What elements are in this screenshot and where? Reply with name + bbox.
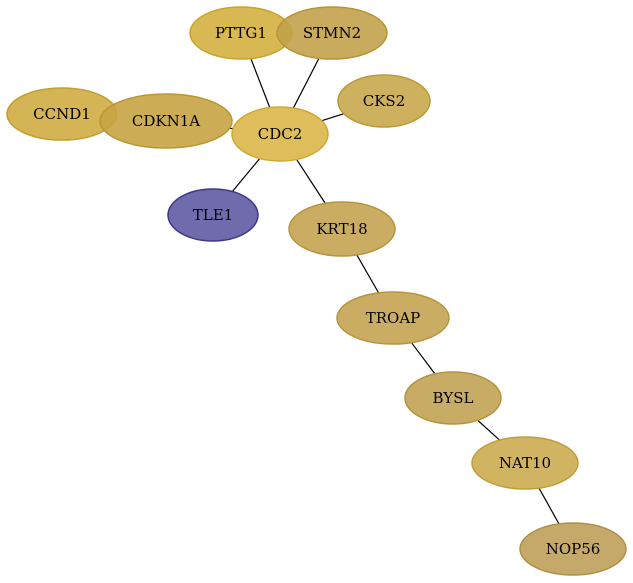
- node-label: NAT10: [499, 454, 551, 472]
- node-label: BYSL: [433, 389, 474, 407]
- node-label: TLE1: [193, 206, 233, 224]
- edge-cdc2-krt18: [296, 159, 326, 204]
- node-ellipse: [231, 106, 329, 162]
- node-cdc2[interactable]: CDC2: [231, 106, 329, 162]
- node-nat10[interactable]: NAT10: [471, 436, 579, 490]
- node-ellipse: [288, 201, 396, 257]
- node-nop56[interactable]: NOP56: [519, 522, 627, 576]
- edge-nat10-nop56: [538, 487, 560, 525]
- edge-cdc2-tle1: [231, 158, 261, 192]
- node-label: CDKN1A: [132, 112, 200, 130]
- node-ellipse: [404, 371, 502, 425]
- node-label: KRT18: [316, 220, 367, 238]
- node-label: TROAP: [366, 309, 421, 327]
- node-cks2[interactable]: CKS2: [337, 74, 431, 128]
- node-label: STMN2: [303, 24, 361, 42]
- node-ellipse: [167, 188, 259, 242]
- node-ellipse: [519, 522, 627, 576]
- edge-layer: [229, 57, 560, 525]
- node-label: CCND1: [33, 105, 91, 123]
- node-troap[interactable]: TROAP: [336, 291, 450, 345]
- edge-stmn2-cdc2: [292, 57, 320, 109]
- node-cdkn1a[interactable]: CDKN1A: [99, 93, 233, 149]
- node-ccnd1[interactable]: CCND1: [6, 87, 118, 141]
- node-pttg1[interactable]: PTTG1: [189, 6, 293, 60]
- node-label: PTTG1: [215, 24, 267, 42]
- edge-pttg1-cdc2: [250, 58, 271, 108]
- node-stmn2[interactable]: STMN2: [276, 6, 388, 60]
- node-label: CKS2: [363, 92, 406, 110]
- node-label: CDC2: [258, 125, 303, 143]
- node-krt18[interactable]: KRT18: [288, 201, 396, 257]
- node-label: NOP56: [546, 540, 601, 558]
- edge-cks2-cdc2: [321, 113, 345, 122]
- node-bysl[interactable]: BYSL: [404, 371, 502, 425]
- edge-troap-bysl: [410, 342, 436, 375]
- edge-bysl-nat10: [477, 419, 501, 441]
- edge-krt18-troap: [356, 254, 380, 294]
- node-ellipse: [99, 93, 233, 149]
- node-ellipse: [337, 74, 431, 128]
- node-ellipse: [336, 291, 450, 345]
- node-ellipse: [276, 6, 388, 60]
- node-tle1[interactable]: TLE1: [167, 188, 259, 242]
- node-ellipse: [471, 436, 579, 490]
